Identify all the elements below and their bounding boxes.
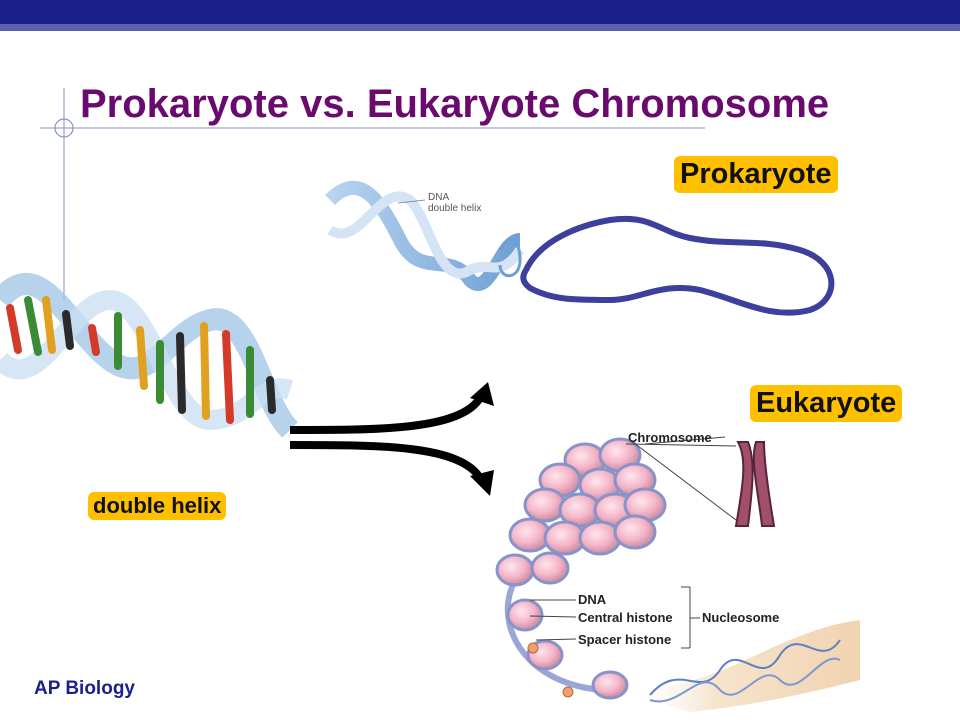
nucleosome-label: Nucleosome: [702, 610, 779, 625]
spacer-histones: [527, 642, 574, 698]
prokaryote-label: Prokaryote: [674, 156, 838, 193]
eukaryote-dna-tail: [620, 620, 860, 712]
dna-label-line1: DNA: [428, 192, 449, 203]
dna-label: DNA: [578, 592, 607, 607]
chromosome-label: Chromosome: [628, 430, 712, 445]
spacer-histone-label: Spacer histone: [578, 632, 671, 647]
dna-label-pointer: [397, 199, 426, 204]
fork-arrows: [289, 395, 484, 481]
nucleosome-beads: [495, 437, 667, 700]
chromosome-illustration: [734, 441, 776, 527]
prokaryote-helix: [325, 180, 525, 291]
header-stripe: [0, 24, 960, 31]
double-helix-illustration: [0, 273, 299, 438]
double-helix-label: double helix: [88, 492, 227, 520]
prokaryote-circular-chromosome: [520, 215, 835, 316]
eukaryote-label: Eukaryote: [750, 385, 903, 422]
dna-label-line2: double helix: [428, 203, 481, 214]
central-histone-label: Central histone: [578, 610, 673, 625]
header-bar: [0, 0, 960, 24]
arrow-head-down: [470, 470, 494, 496]
leader-lines: [529, 436, 737, 649]
slide-title: Prokaryote vs. Eukaryote Chromosome: [80, 82, 830, 126]
footer-course-name: AP Biology: [34, 678, 135, 699]
arrow-head-up: [470, 382, 494, 406]
slide-guides: [40, 88, 705, 300]
